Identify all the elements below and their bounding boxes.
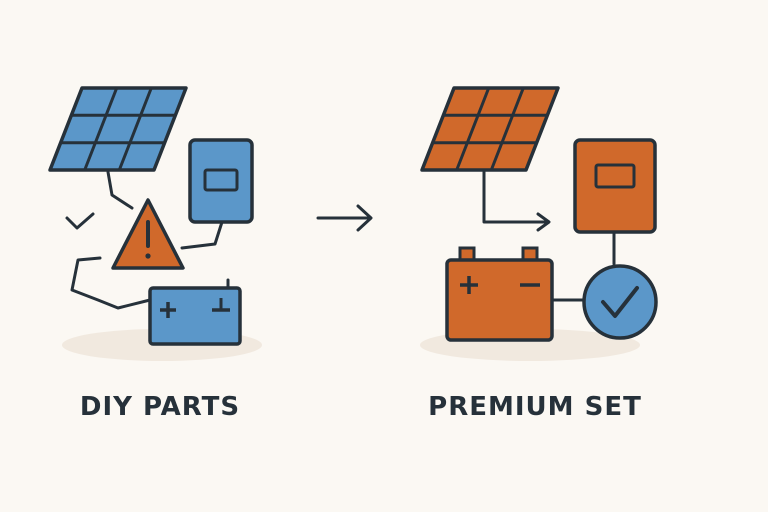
premium-set-panel: PREMIUM SET: [400, 0, 768, 512]
solar-panel-icon: [48, 86, 188, 172]
warning-icon: [111, 198, 185, 270]
check-icon: [582, 264, 658, 340]
diy-parts-caption: DIY PARTS: [79, 392, 241, 422]
loose-wires: [65, 170, 230, 310]
diy-parts-illustration: [48, 86, 262, 361]
battery-icon: [445, 246, 554, 342]
arrow-right-icon: [316, 204, 373, 232]
diy-parts-panel: DIY PARTS: [0, 0, 330, 512]
premium-set-illustration: [420, 86, 658, 361]
charge-controller-icon: [188, 138, 254, 224]
charge-controller-icon: [573, 138, 657, 234]
solar-panel-icon: [420, 86, 560, 172]
connection-wires: [482, 170, 616, 302]
premium-set-caption: PREMIUM SET: [428, 392, 642, 422]
battery-icon: [148, 286, 242, 346]
